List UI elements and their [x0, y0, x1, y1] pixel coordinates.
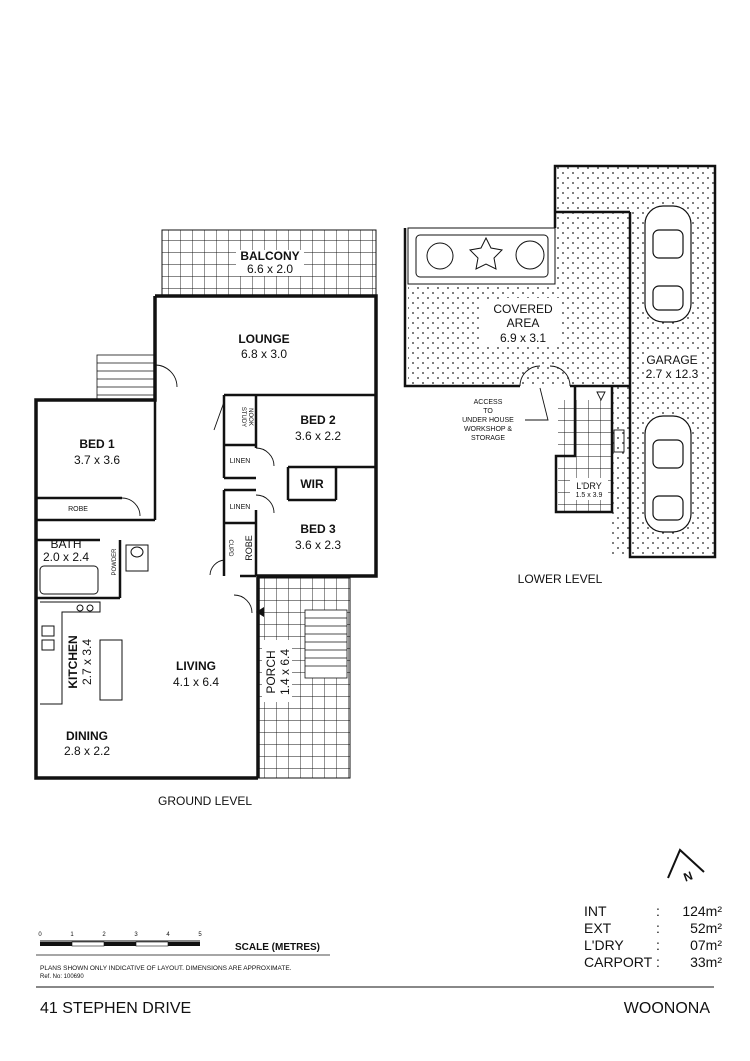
lower-walls: [403, 164, 717, 559]
living-label: LIVING: [176, 659, 216, 673]
suburb: WOONONA: [624, 1000, 711, 1017]
bath-fittings: [39, 544, 149, 595]
covered-label-2: AREA: [507, 316, 540, 330]
bed2-dims: 3.6 x 2.2: [295, 429, 341, 443]
powder-label: POWDER: [112, 548, 118, 576]
access-line-3: UNDER HOUSE: [462, 417, 514, 424]
linen1-label: LINEN: [230, 458, 251, 465]
kitchen-label: KITCHEN: [66, 635, 80, 688]
dining-label: DINING: [66, 729, 108, 743]
bed3-label: BED 3: [300, 522, 336, 536]
garage-dims: 2.7 x 12.3: [646, 367, 699, 381]
ground-interior-walls: [36, 393, 376, 600]
access-line-1: ACCESS: [474, 399, 503, 406]
access-line-5: STORAGE: [471, 435, 505, 442]
covered-dims: 6.9 x 3.1: [500, 331, 546, 345]
car-icon: [644, 205, 692, 533]
scale-tick-5: 5: [198, 932, 202, 938]
access-line-4: WORKSHOP &: [464, 426, 512, 433]
covered-label-1: COVERED: [493, 302, 553, 316]
bed1-label: BED 1: [79, 437, 115, 451]
area-row-ldry: L'DRY:07m²: [584, 937, 722, 953]
robe1-label: ROBE: [68, 506, 88, 513]
study-nook-label-2: NOOK: [247, 408, 253, 426]
porch-stairs: [304, 609, 348, 679]
lounge-label: LOUNGE: [238, 332, 289, 346]
cupd-label: CUPD: [227, 539, 233, 557]
porch-dims: 1.4 x 6.4: [278, 649, 292, 695]
address: 41 STEPHEN DRIVE: [40, 1000, 191, 1017]
bath-label: BATH: [50, 537, 81, 551]
garage-slab: [555, 166, 715, 212]
ground-labels: BALCONY 6.6 x 2.0 LOUNGE 6.8 x 3.0 BED 1…: [43, 249, 341, 758]
lounge-dims: 6.8 x 3.0: [241, 347, 287, 361]
disclaimer: PLANS SHOWN ONLY INDICATIVE OF LAYOUT. D…: [40, 965, 292, 972]
north-label: N: [682, 868, 695, 884]
ref-number: Ref. No: 100690: [40, 974, 84, 980]
wir-label: WIR: [300, 477, 324, 491]
bed3-dims: 3.6 x 2.3: [295, 538, 341, 552]
scale-tick-4: 4: [166, 932, 170, 938]
porch-label: PORCH: [264, 650, 278, 693]
scale-tick-2: 2: [102, 932, 106, 938]
lower-door-swings: [519, 365, 625, 453]
area-row-int: INT:124m²: [584, 903, 722, 919]
study-nook-label-1: STUDY: [240, 407, 246, 427]
scale-tick-3: 3: [134, 932, 138, 938]
scale-bar: [40, 940, 200, 947]
balcony-dims: 6.6 x 2.0: [247, 262, 293, 276]
balcony-label: BALCONY: [240, 249, 299, 263]
laundry-label: L'DRY: [576, 481, 602, 491]
living-dims: 4.1 x 6.4: [173, 675, 219, 689]
kitchen-benches: [40, 601, 123, 705]
planter: [407, 227, 556, 285]
bed1-dims: 3.7 x 3.6: [74, 453, 120, 467]
rear-stairs: [96, 354, 156, 401]
bath-dims: 2.0 x 2.4: [43, 550, 89, 564]
kitchen-dims: 2.7 x 3.4: [80, 639, 94, 685]
scale-tick-1: 1: [70, 932, 74, 938]
entry-arrow-icon: [256, 607, 264, 617]
area-row-ext: EXT:52m²: [584, 920, 722, 936]
access-note: ACCESS TO UNDER HOUSE WORKSHOP & STORAGE: [462, 399, 514, 442]
garage-label: GARAGE: [646, 353, 697, 367]
scale-tick-0: 0: [38, 932, 42, 938]
robe2-label: ROBE: [244, 535, 254, 561]
linen2-label: LINEN: [230, 504, 251, 511]
lower-level-caption: LOWER LEVEL: [518, 572, 603, 586]
door-swings: [121, 364, 275, 614]
scale-label: SCALE (METRES): [235, 942, 320, 953]
dining-dims: 2.8 x 2.2: [64, 744, 110, 758]
area-summary: INT:124m² EXT:52m² L'DRY:07m² CARPORT:33…: [584, 903, 722, 971]
bed2-label: BED 2: [300, 413, 336, 427]
access-line-2: TO: [483, 408, 493, 415]
ground-level-caption: GROUND LEVEL: [158, 794, 252, 808]
north-arrow-icon: [667, 848, 705, 879]
laundry-dims: 1.5 x 3.9: [576, 492, 603, 499]
area-row-carport: CARPORT:33m²: [584, 954, 722, 970]
